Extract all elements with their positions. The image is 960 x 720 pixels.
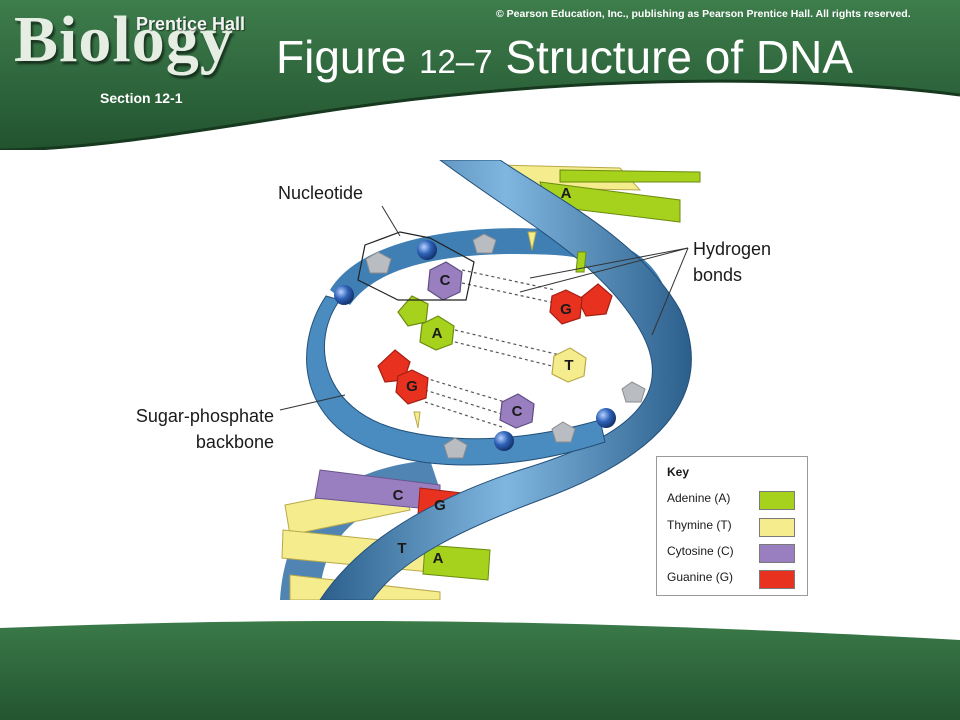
base-c-lower: C [499, 393, 535, 429]
phosphate-spheres [334, 240, 616, 451]
key-swatch-thymine [759, 518, 795, 537]
title-prefix: Figure [276, 31, 420, 83]
footer-band [0, 620, 960, 720]
base-color-key: Key Adenine (A) Thymine (T) Cytosine (C)… [656, 456, 808, 596]
base-t-middle: T [551, 347, 587, 383]
sugar-pentagons [365, 233, 646, 459]
base-letter-a: A [432, 325, 443, 342]
key-label-cytosine: Cytosine (C) [667, 544, 734, 558]
base-a-middle: A [397, 295, 455, 351]
header-banner [0, 0, 960, 150]
nucleotide-label-text: Nucleotide [278, 183, 364, 203]
base-letter-t: T [564, 357, 573, 374]
backbone-label-line1: Sugar-phosphate [135, 406, 274, 426]
rod-letter-g: G [434, 497, 446, 514]
leader-lines [279, 205, 689, 411]
section-label: Section 12-1 [100, 90, 183, 106]
base-c-upper: C [427, 261, 463, 301]
key-swatch-cytosine [759, 544, 795, 563]
rod-letter-t: T [397, 540, 406, 557]
rod-letter-a-bottom: A [433, 550, 444, 567]
key-swatch-adenine [759, 491, 795, 510]
base-letter-g: G [406, 378, 418, 395]
key-label-adenine: Adenine (A) [667, 491, 731, 505]
biology-logo: Biology [14, 3, 234, 76]
key-swatch-guanine [759, 570, 795, 589]
backbone-ribbon-front [319, 160, 692, 600]
rod-letter-a-top: A [561, 185, 572, 202]
page-title: Figure 12–7 Structure of DNA [276, 30, 853, 84]
key-title: Key [667, 465, 690, 479]
base-letter-c: C [512, 403, 523, 420]
base-g-lower: G [377, 349, 429, 405]
copyright-notice: © Pearson Education, Inc., publishing as… [496, 8, 911, 20]
publisher-logo: Prentice Hall [136, 14, 246, 34]
hydrogen-bonds-label: Hydrogen bonds [693, 236, 771, 288]
nucleotide-outline [357, 231, 475, 301]
key-label-guanine: Guanine (G) [667, 570, 734, 584]
nucleotide-label: Nucleotide [278, 180, 363, 206]
base-g-upper: G [549, 283, 613, 325]
backbone-label-line2: backbone [195, 432, 274, 452]
backbone-label: Sugar-phosphate backbone [108, 403, 274, 455]
hydrogen-label-line1: Hydrogen [693, 239, 772, 259]
base-letter-g: G [560, 301, 572, 318]
rod-letter-c: C [393, 487, 404, 504]
hydrogen-label-line2: bonds [693, 265, 743, 285]
key-label-thymine: Thymine (T) [667, 518, 732, 532]
backbone-ribbon-left [306, 295, 606, 466]
title-number: 12–7 [419, 43, 493, 80]
title-suffix: Structure of DNA [492, 31, 854, 83]
base-letter-c: C [440, 272, 451, 289]
